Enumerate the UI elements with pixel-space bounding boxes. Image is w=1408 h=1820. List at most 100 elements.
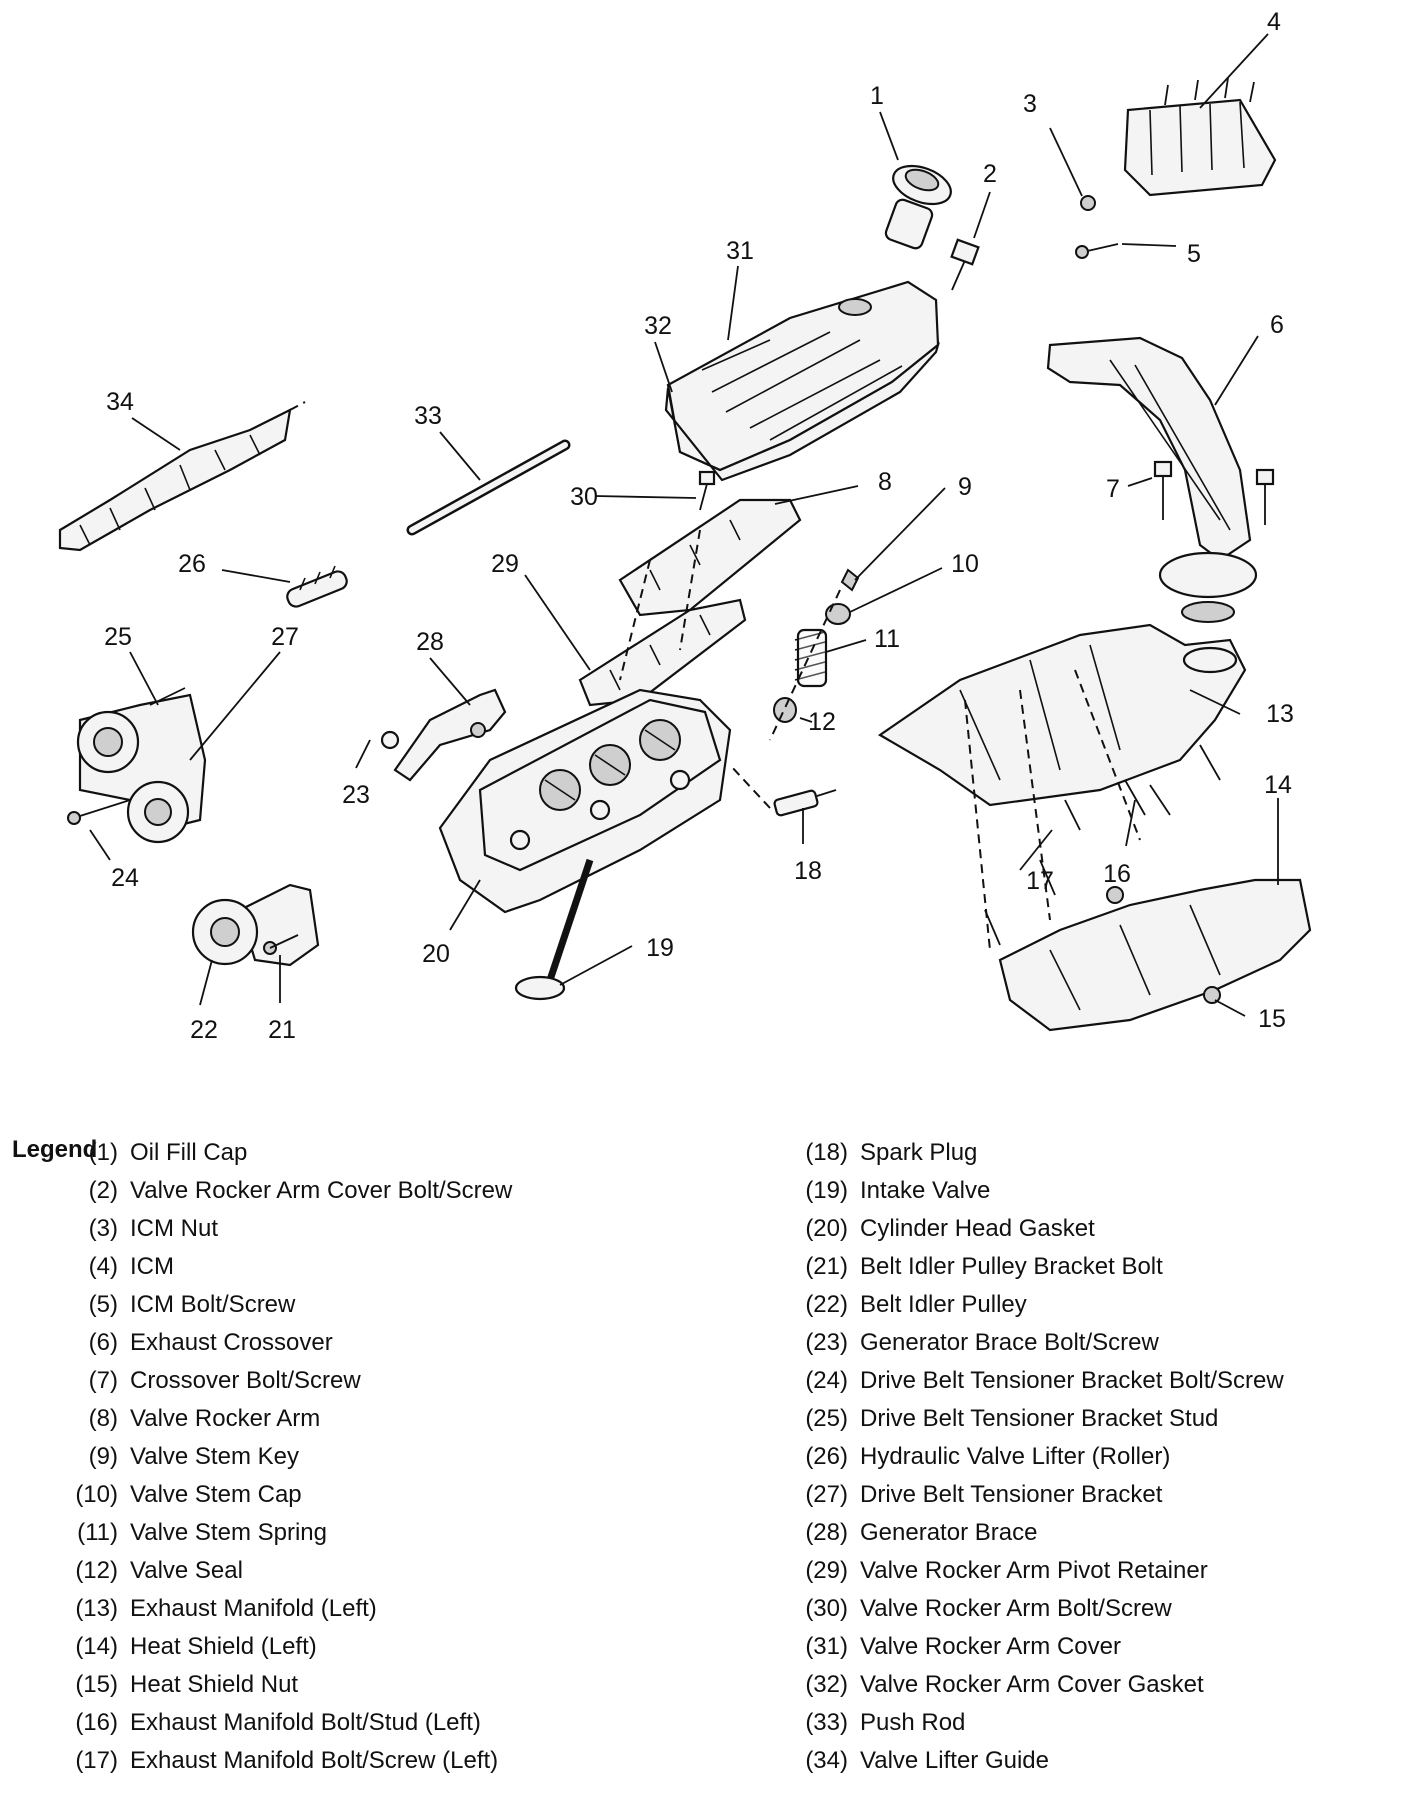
legend-item: (18)Spark Plug xyxy=(790,1134,1284,1172)
legend-number: (5) xyxy=(88,1291,118,1318)
legend-label: Oil Fill Cap xyxy=(130,1139,248,1166)
legend-item: (4)ICM xyxy=(60,1248,512,1286)
legend-label: Belt Idler Pulley Bracket Bolt xyxy=(860,1253,1163,1280)
callout-16: 16 xyxy=(1103,860,1131,888)
legend-label: Valve Stem Spring xyxy=(130,1519,327,1546)
callout-6: 6 xyxy=(1270,311,1284,339)
legend-item: (24)Drive Belt Tensioner Bracket Bolt/Sc… xyxy=(790,1362,1284,1400)
legend-number: (23) xyxy=(805,1329,848,1356)
callout-33: 33 xyxy=(414,402,442,430)
callout-1: 1 xyxy=(870,82,884,110)
legend-label: Drive Belt Tensioner Bracket Bolt/Screw xyxy=(860,1367,1284,1394)
legend-item: (6)Exhaust Crossover xyxy=(60,1324,512,1362)
legend-number: (12) xyxy=(75,1557,118,1584)
legend-number: (13) xyxy=(75,1595,118,1622)
legend-number: (29) xyxy=(805,1557,848,1584)
legend-label: Heat Shield (Left) xyxy=(130,1633,317,1660)
callout-24: 24 xyxy=(111,864,139,892)
legend-label: Exhaust Manifold Bolt/Stud (Left) xyxy=(130,1709,481,1736)
legend-item: (8) Valve Rocker Arm xyxy=(60,1400,512,1438)
legend-item: (15)Heat Shield Nut xyxy=(60,1666,512,1704)
legend-label: Valve Stem Cap xyxy=(130,1481,302,1508)
legend-item: (32) Valve Rocker Arm Cover Gasket xyxy=(790,1666,1284,1704)
legend-label: Exhaust Manifold Bolt/Screw (Left) xyxy=(130,1747,499,1774)
legend-item: (30)Valve Rocker Arm Bolt/Screw xyxy=(790,1590,1284,1628)
callout-19: 19 xyxy=(646,934,674,962)
legend-item: (26)Hydraulic Valve Lifter (Roller) xyxy=(790,1438,1284,1476)
legend-number: (33) xyxy=(805,1709,848,1736)
legend-number: (18) xyxy=(805,1139,848,1166)
callout-14: 14 xyxy=(1264,771,1292,799)
legend-item: (31) Valve Rocker Arm Cover xyxy=(790,1628,1284,1666)
legend-number: (26) xyxy=(805,1443,848,1470)
legend-item: (25)Drive Belt Tensioner Bracket Stud xyxy=(790,1400,1284,1438)
legend-label: Valve Rocker Arm Pivot Retainer xyxy=(860,1557,1208,1584)
callout-8: 8 xyxy=(878,468,892,496)
callout-15: 15 xyxy=(1258,1005,1286,1033)
legend-label: Cylinder Head Gasket xyxy=(860,1215,1095,1242)
legend-number: (32) xyxy=(805,1671,848,1698)
legend-number: (27) xyxy=(805,1481,848,1508)
legend-label: Valve Lifter Guide xyxy=(860,1747,1049,1774)
intake-valve-drawing xyxy=(514,858,594,1001)
callout-numbers: 1 2 3 4 5 6 7 8 9 10 11 12 13 14 15 16 1… xyxy=(104,8,1294,1044)
callout-17: 17 xyxy=(1026,867,1054,895)
rocker-arm-cover-drawing xyxy=(664,280,941,482)
valve-lifter-guide-drawing xyxy=(58,401,306,552)
exploded-engine-diagram: 1 2 3 4 5 6 7 8 9 10 11 12 13 14 15 16 1… xyxy=(58,8,1312,1044)
callout-29: 29 xyxy=(491,550,519,578)
legend-label: Push Rod xyxy=(860,1709,966,1736)
legend-item: (33) Push Rod xyxy=(790,1704,1284,1742)
legend-label: Valve Rocker Arm Bolt/Screw xyxy=(860,1595,1172,1622)
legend-label: Generator Brace xyxy=(860,1519,1038,1546)
legend-label: Valve Rocker Arm xyxy=(130,1405,321,1432)
legend-number: (7) xyxy=(88,1367,118,1394)
legend-item: (2)Valve Rocker Arm Cover Bolt/Screw xyxy=(60,1172,513,1210)
legend-item: (23) Generator Brace Bolt/Screw xyxy=(790,1324,1284,1362)
legend-number: (11) xyxy=(77,1519,118,1546)
callout-leaders xyxy=(89,33,1279,1017)
generator-brace-drawing xyxy=(380,688,507,782)
callout-32: 32 xyxy=(644,312,672,340)
legend-number: (19) xyxy=(805,1177,848,1204)
heat-shield-drawing xyxy=(998,878,1312,1032)
callout-25: 25 xyxy=(104,623,132,651)
icm-drawing xyxy=(1075,77,1277,259)
legend-column-left: (1)Oil Fill Cap (2)Valve Rocker Arm Cove… xyxy=(60,1134,512,1780)
legend-item: (14)Heat Shield (Left) xyxy=(60,1628,512,1666)
callout-11: 11 xyxy=(874,625,900,653)
callout-23: 23 xyxy=(342,781,370,809)
callout-20: 20 xyxy=(422,940,450,968)
legend-item: (27)Drive Belt Tensioner Bracket xyxy=(790,1476,1284,1514)
rocker-arms-drawing xyxy=(578,498,802,707)
legend-title: Legend xyxy=(12,1136,98,1163)
callout-13: 13 xyxy=(1266,700,1294,728)
callout-9: 9 xyxy=(958,473,972,501)
legend-item: (29) Valve Rocker Arm Pivot Retainer xyxy=(790,1552,1284,1590)
cylinder-head-drawing xyxy=(438,688,732,914)
cover-bolt-drawing xyxy=(950,238,980,291)
legend-label: Valve Rocker Arm Cover xyxy=(860,1633,1121,1660)
legend-label: ICM Nut xyxy=(130,1215,219,1242)
callout-7: 7 xyxy=(1106,475,1120,503)
legend-item: (1)Oil Fill Cap xyxy=(60,1134,512,1172)
legend-label: Valve Rocker Arm Cover Bolt/Screw xyxy=(130,1177,513,1204)
legend-number: (15) xyxy=(75,1671,118,1698)
legend-number: (8) xyxy=(88,1405,118,1432)
callout-27: 27 xyxy=(271,623,299,651)
legend-label: Generator Brace Bolt/Screw xyxy=(860,1329,1159,1356)
legend-item: (7)Crossover Bolt/Screw xyxy=(60,1362,512,1400)
legend-label: Valve Rocker Arm Cover Gasket xyxy=(860,1671,1204,1698)
legend-label: Exhaust Manifold (Left) xyxy=(130,1595,377,1622)
push-rod-drawing xyxy=(406,439,571,536)
legend-number: (31) xyxy=(805,1633,848,1660)
legend-label: Valve Stem Key xyxy=(130,1443,299,1470)
callout-22: 22 xyxy=(190,1016,218,1044)
callout-21: 21 xyxy=(268,1016,296,1044)
legend-item: (11) Valve Stem Spring xyxy=(60,1514,512,1552)
callout-5: 5 xyxy=(1187,240,1201,268)
legend-label: Exhaust Crossover xyxy=(130,1329,333,1356)
legend-item: (10)Valve Stem Cap xyxy=(60,1476,512,1514)
callout-3: 3 xyxy=(1023,90,1037,118)
legend-item: (21)Belt Idler Pulley Bracket Bolt xyxy=(790,1248,1284,1286)
